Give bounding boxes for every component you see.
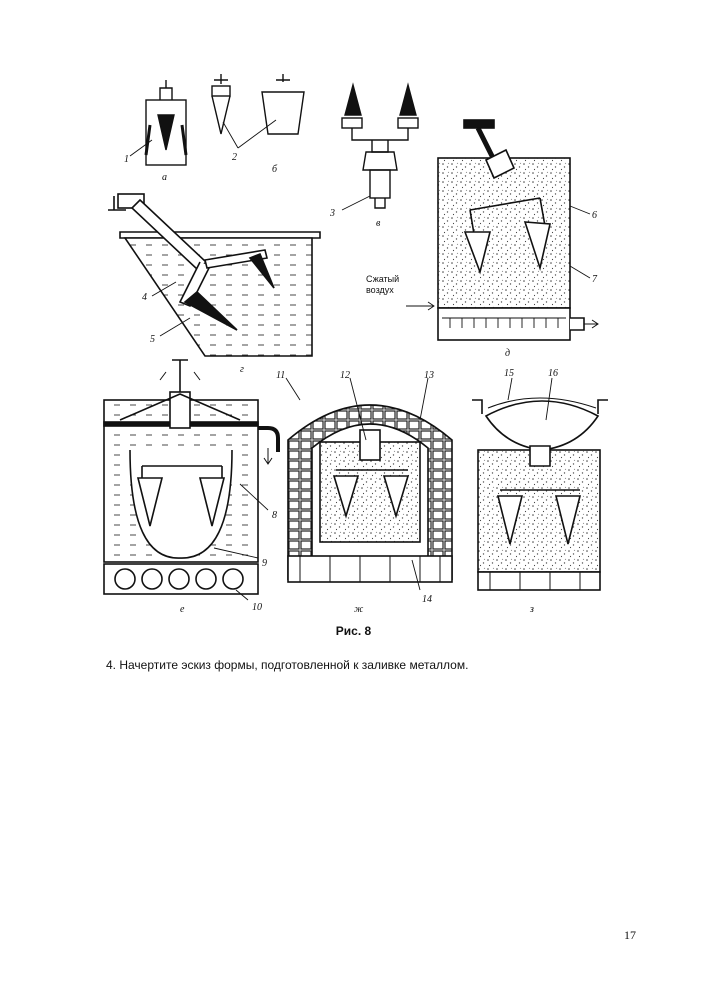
callout-2: 2 [232, 152, 237, 163]
panel-e: 8 9 10 е [103, 359, 280, 615]
callout-11: 11 [276, 370, 285, 381]
panel-b: 2 б [211, 74, 305, 175]
callout-10: 10 [252, 602, 262, 613]
panel-letter-b: б [272, 164, 278, 175]
panel-a: 1 а [124, 80, 188, 183]
panel-letter-zh: ж [354, 604, 364, 615]
callout-9: 9 [262, 558, 267, 569]
panel-letter-v: в [376, 218, 381, 229]
callout-16: 16 [548, 368, 558, 379]
panel-z: 15 16 з [472, 368, 608, 615]
panel-v: 3 в [329, 82, 419, 229]
panel-g: 4 5 г [108, 193, 321, 375]
figure-8-illustration: 1 а 2 б 3 в [103, 74, 608, 615]
callout-5: 5 [150, 334, 155, 345]
panel-letter-d: д [505, 348, 510, 359]
air-label-line2: воздух [366, 285, 394, 295]
panel-letter-e: е [180, 604, 185, 615]
page-number: 17 [624, 928, 636, 942]
callout-12: 12 [340, 370, 350, 381]
panel-zh: 11 12 13 14 ж [276, 370, 453, 615]
callout-4: 4 [142, 292, 147, 303]
task-text: 4. Начертите эскиз формы, подготовленной… [106, 658, 469, 672]
callout-13: 13 [424, 370, 434, 381]
callout-7: 7 [592, 274, 598, 285]
callout-3: 3 [329, 208, 335, 219]
panel-letter-a: а [162, 172, 167, 183]
panel-letter-g: г [240, 364, 244, 375]
callout-6: 6 [592, 210, 597, 221]
callout-1: 1 [124, 154, 129, 165]
air-label-line1: Сжатый [366, 274, 399, 284]
panel-letter-z: з [529, 604, 534, 615]
figure-caption: Рис. 8 [335, 624, 372, 638]
callout-8: 8 [272, 510, 277, 521]
callout-14: 14 [422, 594, 432, 605]
callout-15: 15 [504, 368, 514, 379]
panel-d: 6 7 Сжатый воздух д [366, 119, 599, 359]
